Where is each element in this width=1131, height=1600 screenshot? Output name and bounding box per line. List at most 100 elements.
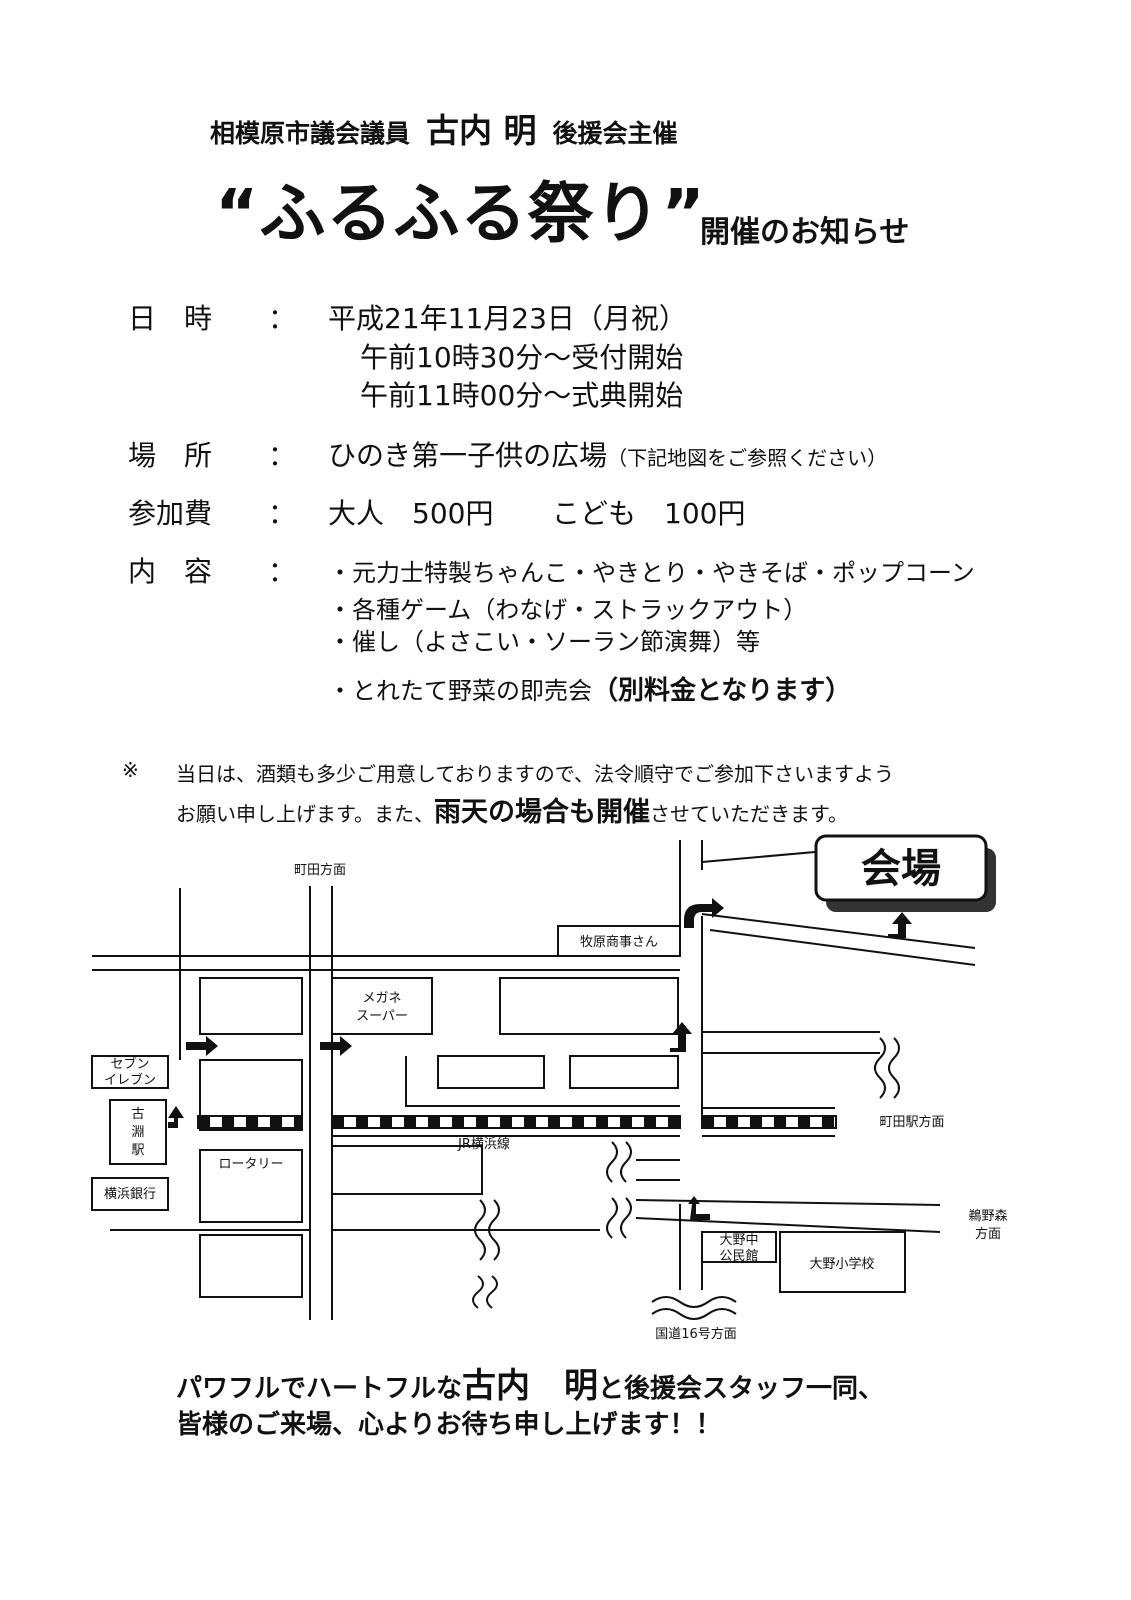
road (709, 929, 976, 966)
road (701, 851, 816, 863)
venue-sign: 会場 (814, 834, 996, 912)
notice-rain-emphasis: 雨天の場合も開催 (434, 797, 650, 828)
notice-line-2: お願い申し上げます。また、雨天の場合も開催させていただきます。 (176, 790, 848, 829)
footer-line-1-pre: パワフルでハートフルな (176, 1374, 463, 1404)
fee-label: 参加費 (128, 497, 213, 530)
fee-adult: 大人 500円 (328, 497, 494, 530)
break-mark (620, 1141, 632, 1183)
date-line-3: 午前11時00分～式典開始 (360, 379, 684, 412)
station-block (109, 1099, 167, 1165)
route16-label: 国道16号方面 (655, 1326, 737, 1340)
notice-line-1: 当日は、酒類も多少ご用意しておりますので、法令順守でご参加下さいますよう (176, 762, 894, 786)
arrow-icon (888, 912, 912, 938)
school-block (779, 1231, 906, 1293)
date-colon: ： (268, 302, 297, 335)
break-mark (606, 1141, 618, 1183)
footer-name: 古内 明 (462, 1366, 599, 1406)
unonomori-label-2: 方面 (975, 1226, 1001, 1242)
break-mark (474, 1199, 486, 1261)
block (199, 1149, 303, 1223)
jr-railway (197, 1115, 837, 1129)
seven-eleven-block (91, 1055, 169, 1089)
bank-label: 横浜銀行 (104, 1187, 156, 1202)
arrow-icon (186, 1036, 218, 1056)
machida-station-direction-label: 町田駅方面 (879, 1114, 944, 1130)
arrow-icon (688, 1196, 710, 1220)
content-label: 内 容 (128, 555, 213, 588)
machida-direction-label: 町田方面 (294, 862, 346, 878)
kominkan-block (701, 1231, 777, 1263)
arrow-icon (168, 1106, 184, 1128)
road (635, 1199, 941, 1206)
place-colon: ： (268, 439, 297, 472)
footer-line-1-post: と後援会スタッフ一同、 (598, 1374, 885, 1404)
kominkan-label-2: 公民館 (719, 1249, 758, 1264)
block (437, 1055, 545, 1089)
access-map: 会場 町田方面 牧原商事さん メガネ スーパー セブン イレブン 古 淵 駅 横… (91, 834, 1008, 1340)
route-arrows (168, 898, 912, 1220)
festival-title: “ふるふる祭り” (215, 175, 706, 252)
bank-block (91, 1177, 169, 1211)
station-label-1: 古 (131, 1107, 144, 1122)
break-mark (888, 1037, 900, 1099)
break-mark (606, 1197, 618, 1239)
rotary-label: ロータリー (218, 1157, 283, 1172)
megane-block (331, 977, 433, 1035)
road (635, 1217, 941, 1233)
place-line: ひのき第一子供の広場（下記地図をご参照ください） (328, 434, 887, 474)
road-breaks (472, 1037, 900, 1320)
arrow-icon (684, 898, 724, 928)
organizer-line: 相模原市議会議員古内 明後援会主催 (210, 104, 678, 152)
content-item-4: ・とれたて野菜の即売会（別料金となります） (328, 670, 851, 707)
content-extra: ・とれたて野菜の即売会 (328, 677, 592, 705)
place-label: 場 所 (128, 439, 213, 472)
school-label: 大野小学校 (809, 1256, 874, 1272)
block (499, 977, 679, 1035)
footer-line-1: パワフルでハートフルな古内 明と後援会スタッフ一同、 (176, 1358, 884, 1407)
date-line-1: 平成21年11月23日（月祝） (328, 302, 687, 335)
break-mark (472, 1275, 484, 1309)
block (569, 1055, 679, 1089)
makihara-label: 牧原商事さん (580, 935, 658, 950)
jr-line-label: JR横浜線 (457, 1136, 510, 1152)
break-mark (651, 1308, 737, 1320)
content-colon: ： (268, 555, 297, 588)
makihara-block (557, 925, 681, 957)
block (199, 1059, 303, 1131)
notice-line-2-pre: お願い申し上げます。また、 (176, 802, 434, 826)
notice-mark: ※ (122, 758, 139, 782)
title-suffix: 開催のお知らせ (700, 215, 910, 250)
megane-label-2: スーパー (356, 1009, 408, 1024)
break-mark (651, 1296, 737, 1308)
block (331, 1145, 483, 1195)
station-label-2: 淵 (131, 1125, 144, 1140)
break-mark (620, 1197, 632, 1239)
organizer-prefix: 相模原市議会議員 (210, 119, 411, 148)
venue-label: 会場 (861, 846, 941, 892)
organizer-suffix: 後援会主催 (552, 119, 678, 148)
content-item-2: ・各種ゲーム（わなげ・ストラックアウト） (328, 596, 808, 624)
fee-child: こども 100円 (552, 497, 746, 530)
break-mark (488, 1199, 500, 1261)
break-mark (486, 1275, 498, 1309)
date-line-2: 午前10時30分～受付開始 (360, 341, 684, 374)
road (405, 1056, 680, 1107)
arrow-icon (320, 1036, 352, 1056)
station-label-3: 駅 (131, 1143, 144, 1158)
road (701, 913, 976, 949)
block (199, 977, 303, 1035)
place-note: （下記地図をご参照ください） (607, 446, 888, 470)
organizer-name: 古内 明 (426, 111, 537, 150)
break-mark (874, 1037, 886, 1099)
fee-colon: ： (268, 497, 297, 530)
notice-line-2-post: させていただきます。 (650, 802, 848, 826)
seven-label-2: イレブン (104, 1072, 156, 1088)
megane-label-1: メガネ (362, 991, 401, 1006)
kominkan-label-1: 大野中 (719, 1233, 758, 1248)
content-item-1: ・元力士特製ちゃんこ・やきとり・やきそば・ポップコーン (328, 559, 975, 587)
festival-title-wrap: “ふるふる祭り” (215, 160, 706, 256)
footer-line-2: 皆様のご来場、心よりお待ち申し上げます！！ (176, 1410, 722, 1440)
block (199, 1234, 303, 1298)
date-label: 日 時 (128, 302, 213, 335)
content-item-3: ・催し（よさこい・ソーラン節演舞）等 (328, 628, 760, 656)
